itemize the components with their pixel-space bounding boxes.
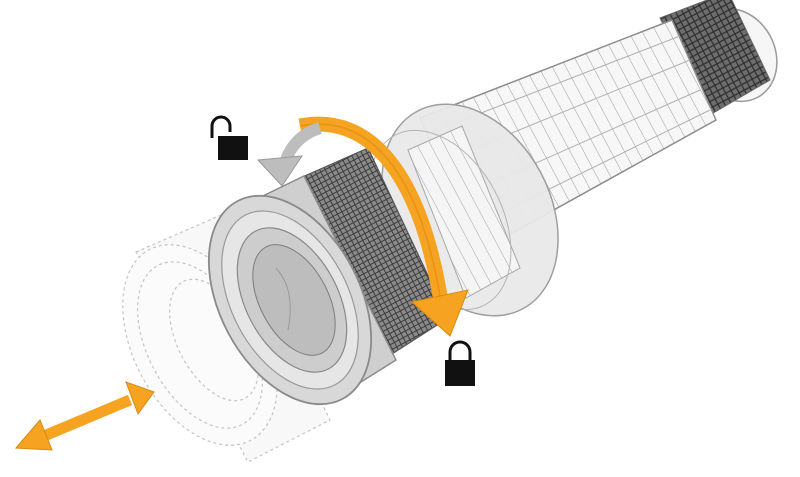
unlocked-padlock-icon — [210, 115, 248, 160]
orange-rotate-arrow-icon — [298, 116, 469, 337]
gray-rotate-arrow-icon — [256, 122, 323, 187]
front-bezel — [207, 175, 397, 406]
double-headed-arrow-icon — [14, 381, 155, 451]
locked-padlock-icon — [445, 340, 475, 386]
